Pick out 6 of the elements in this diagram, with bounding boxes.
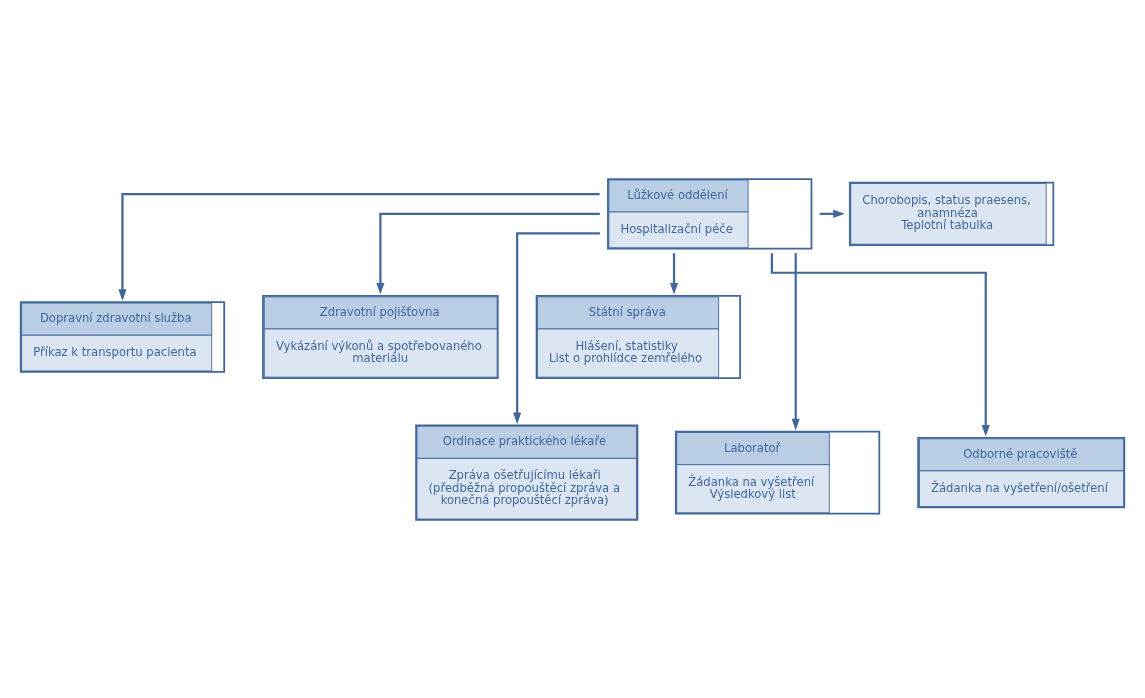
- arrow: [791, 252, 800, 430]
- arrow: [513, 231, 600, 424]
- arrow: [669, 252, 679, 295]
- arrow: [770, 252, 990, 437]
- arrow: [118, 192, 600, 301]
- arrow: [376, 212, 600, 294]
